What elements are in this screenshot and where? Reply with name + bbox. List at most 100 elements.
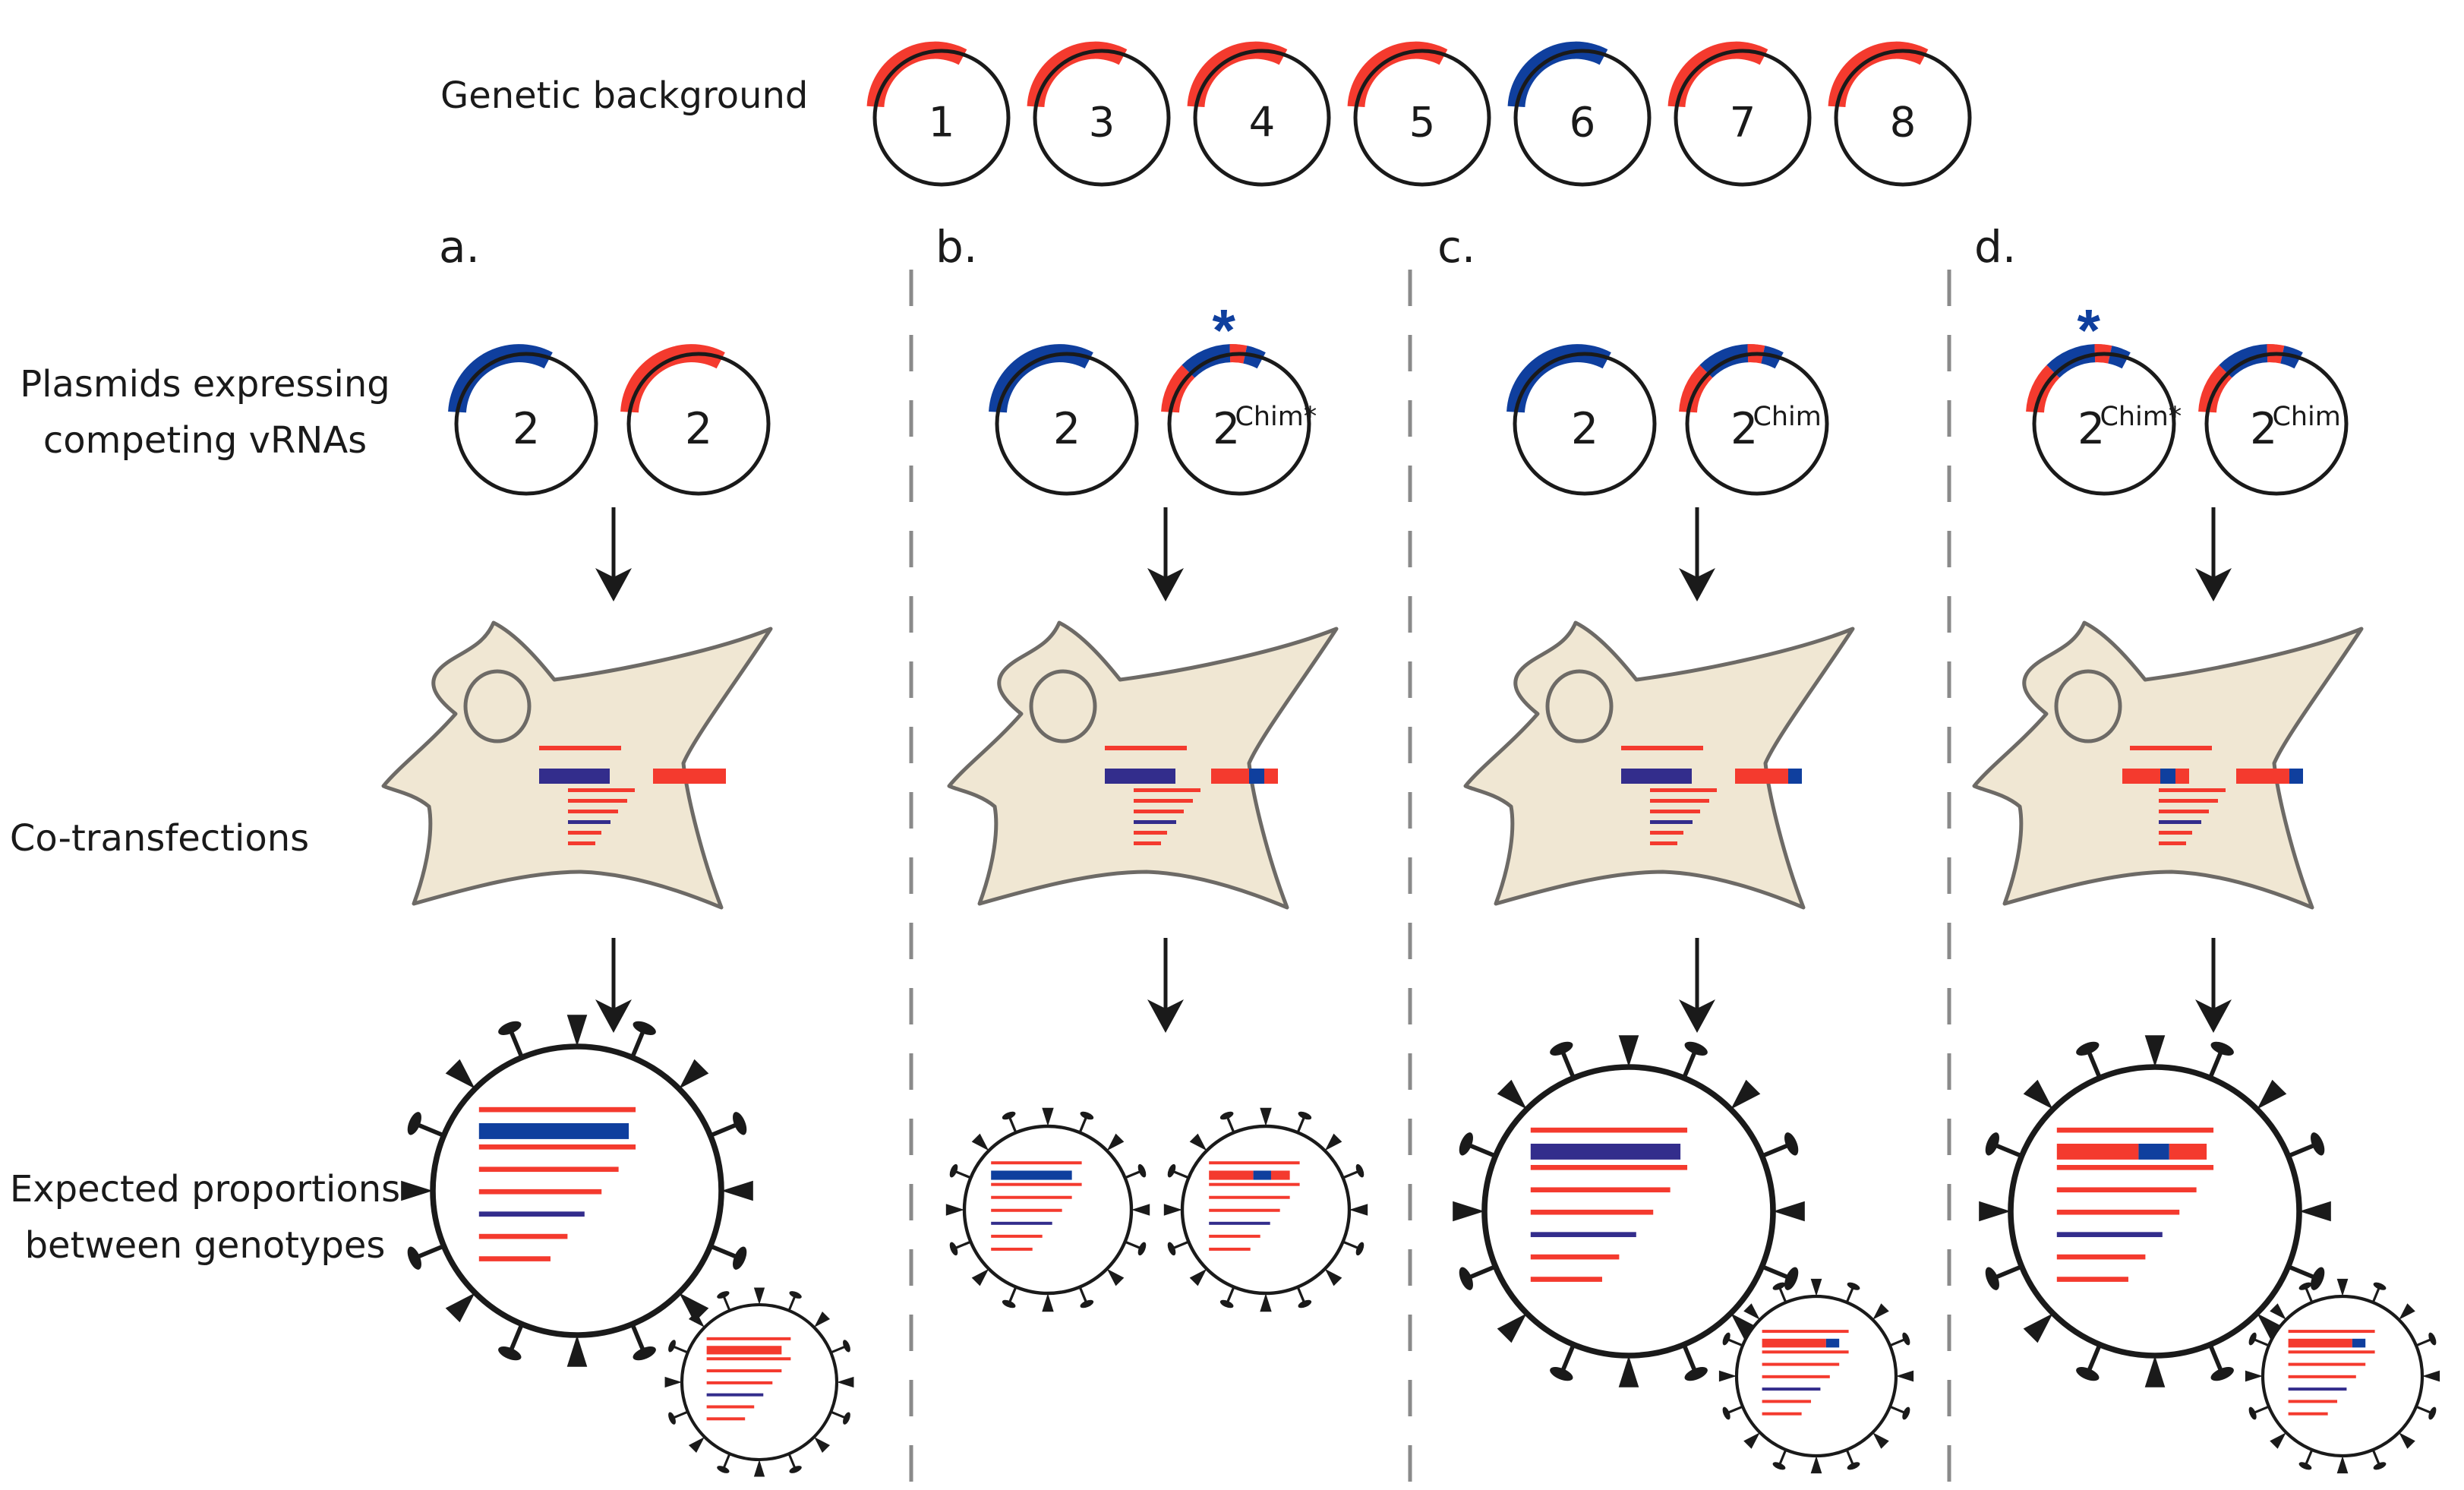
spike-na-head (1080, 1299, 1094, 1308)
vrna-bar (706, 1381, 773, 1384)
cell-illustration (1463, 620, 1855, 910)
spike-ha (1042, 1293, 1054, 1312)
vrna-bar (2159, 820, 2201, 824)
vrna-bar (2056, 1209, 2180, 1215)
spike-ha (1718, 1370, 1737, 1382)
segment-number: 8 (1890, 98, 1917, 147)
plasmid-circle (1033, 49, 1171, 187)
panel-letter: b. (935, 221, 977, 273)
spike-ha (2023, 1313, 2053, 1343)
segment-number: 7 (1730, 98, 1756, 147)
spike-na-head (1784, 1267, 1799, 1290)
vrna-bar (706, 1337, 791, 1340)
vrna-bar (1134, 820, 1176, 824)
vrna-bar (1530, 1127, 1688, 1133)
spike-ha (1106, 1268, 1125, 1286)
spike-na-head (1550, 1367, 1573, 1381)
segment-arc (1506, 344, 1611, 413)
vrna-bar (2056, 1232, 2163, 1237)
vrna-bar (2056, 1164, 2214, 1170)
segment-arc (1507, 41, 1608, 107)
plasmid-circle (2032, 352, 2176, 496)
vrna-bars (1621, 746, 1802, 845)
vrna-bar-competing (2352, 1338, 2366, 1348)
virion-illustration (401, 1015, 753, 1367)
vrna-bar (1134, 810, 1184, 813)
virion-illustration (1163, 1107, 1368, 1312)
vrna-bar (1650, 810, 1700, 813)
spike-ha (566, 1015, 588, 1046)
vrna-bar-competing (706, 1346, 782, 1355)
vrna-bar (1762, 1400, 1812, 1403)
mutation-star-icon: * (2078, 296, 2101, 363)
spike-ha (664, 1376, 682, 1388)
cell-illustration (1972, 620, 2364, 910)
panel-letter: c. (1437, 221, 1475, 273)
spike-na-head (1772, 1462, 1786, 1470)
vrna-bar-competing (2288, 1338, 2352, 1348)
spike-na-head (1985, 1132, 1999, 1156)
vrna-bar (568, 799, 627, 803)
spike-na-head (2248, 1406, 2257, 1420)
plasmid-circle (1353, 49, 1491, 187)
vrna-bars (539, 746, 726, 845)
spike-ha (1872, 1303, 1889, 1320)
vrna-bar-competing (2160, 769, 2175, 784)
segment-number: 2 (1053, 404, 1081, 454)
vrna-bar (568, 820, 610, 824)
spike-na-head (633, 1021, 656, 1035)
vrna-bars (1105, 746, 1278, 845)
plasmid-circle (1834, 49, 1972, 187)
spike-na-head (1355, 1163, 1365, 1178)
spike-ha (1497, 1079, 1527, 1110)
genetic-background-label: Genetic background (440, 74, 808, 117)
spike-ha (1979, 1201, 2011, 1222)
segment-superscript: Chim* (2100, 402, 2182, 432)
down-arrow-icon (1679, 938, 1715, 1033)
vrna-bar-competing (1209, 1170, 1254, 1180)
vrna-bar (991, 1221, 1052, 1225)
plasmid-circle (1193, 49, 1331, 187)
spike-na-head (1784, 1132, 1799, 1156)
cell-nucleus (1545, 669, 1614, 743)
vrna-bar (1134, 788, 1200, 792)
vrna-bar-competing (1825, 1338, 1840, 1348)
vrna-bar-competing (1211, 769, 1249, 784)
vrna-bar-competing (1264, 769, 1278, 784)
vrna-bar (1762, 1412, 1802, 1416)
virion-illustration (1979, 1035, 2331, 1387)
vrna-bar (1134, 831, 1167, 835)
spike-ha (814, 1311, 831, 1327)
spike-na-head (407, 1246, 421, 1270)
mutation-star-icon: * (1213, 296, 1236, 363)
virion-illustration (2245, 1278, 2440, 1474)
spike-na-head (717, 1466, 730, 1473)
vrna-bar (2288, 1412, 2328, 1416)
vrna-bar (2288, 1375, 2356, 1378)
cell-nucleus (2054, 669, 2122, 743)
spike-na-head (1298, 1299, 1312, 1308)
vrna-bar (991, 1195, 1072, 1199)
spike-ha (1773, 1201, 1805, 1222)
segment-arc (448, 344, 553, 413)
vrna-bar (1209, 1161, 1300, 1165)
down-arrow-icon (595, 938, 632, 1033)
virion-illustration (664, 1287, 854, 1477)
vrna-bar (1530, 1277, 1602, 1282)
cotransfections-label: Co-transfections (10, 817, 309, 860)
vrna-bar (478, 1106, 636, 1113)
vrna-bar-competing (2138, 1144, 2169, 1160)
vrna-bar (1530, 1232, 1636, 1237)
virion-illustration (1453, 1035, 1805, 1387)
segment-arc (1667, 41, 1768, 107)
spike-na-head (2428, 1332, 2437, 1346)
segment-number: 2 (1571, 404, 1598, 454)
spike-ha (1872, 1432, 1889, 1449)
spike-ha (2270, 1432, 2286, 1449)
cell-nucleus (1029, 669, 1097, 743)
spike-na-head (2373, 1282, 2387, 1290)
spike-ha (1163, 1204, 1182, 1216)
